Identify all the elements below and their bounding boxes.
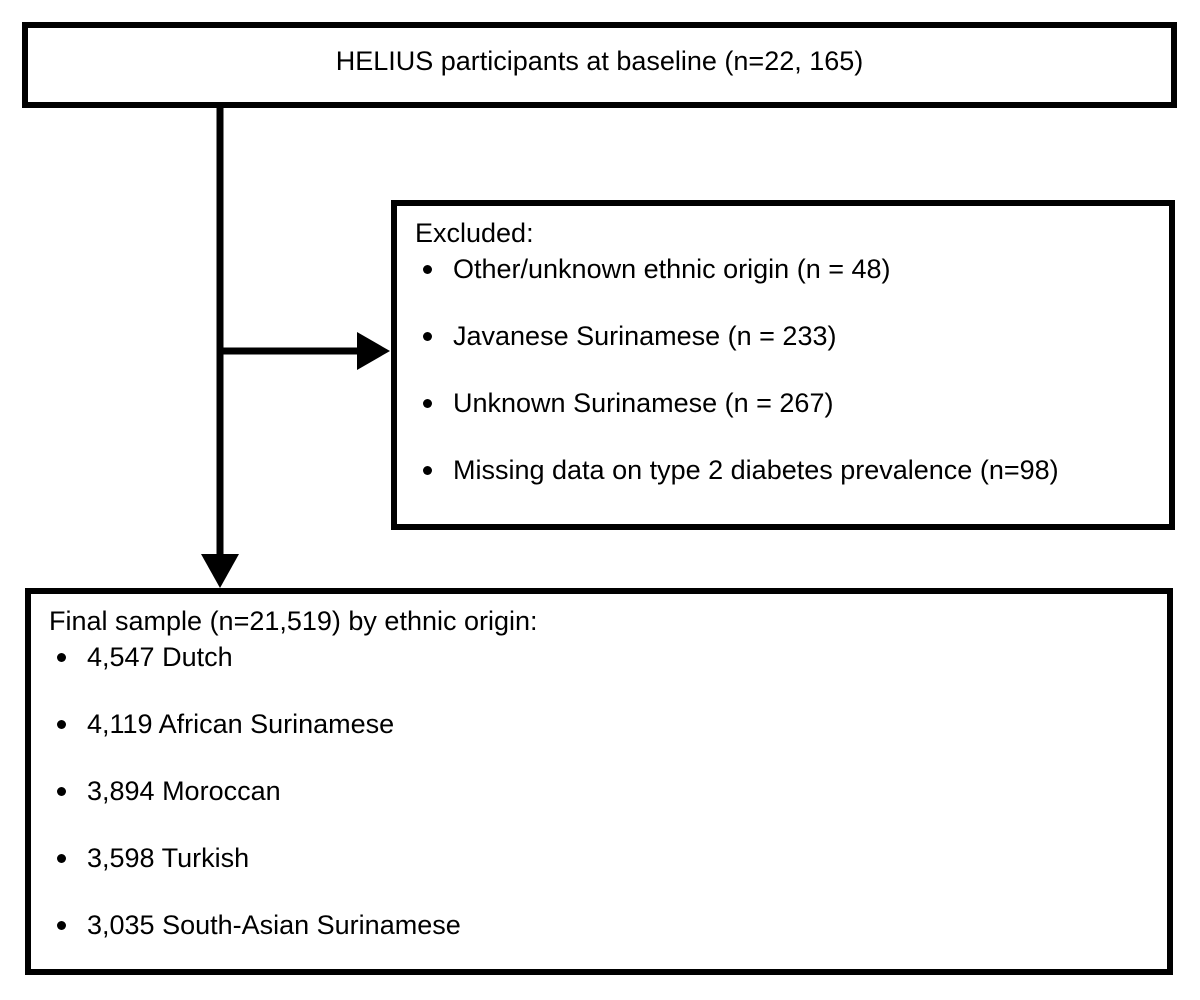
excluded-item-text: Javanese Surinamese (n = 233) (453, 321, 837, 351)
bullet-icon (423, 398, 432, 408)
list-item: 3,894 Moroccan (49, 773, 1149, 809)
list-item: Unknown Surinamese (n = 267) (415, 385, 1151, 421)
excluded-box-title: Excluded: (415, 218, 534, 248)
final-item-text: 4,119 African Surinamese (87, 709, 395, 739)
down-arrow-head (201, 554, 239, 588)
list-item: Other/unknown ethnic origin (n = 48) (415, 251, 1151, 287)
final-item-text: 3,598 Turkish (87, 843, 250, 873)
list-item: Javanese Surinamese (n = 233) (415, 318, 1151, 354)
excluded-item-text: Unknown Surinamese (n = 267) (453, 388, 834, 418)
list-item: 4,547 Dutch (49, 639, 1149, 675)
bullet-icon (57, 920, 66, 930)
final-item-text: 4,547 Dutch (87, 642, 233, 672)
list-item: Missing data on type 2 diabetes prevalen… (415, 452, 1151, 488)
list-item: 3,035 South-Asian Surinamese (49, 907, 1149, 943)
excluded-item-text: Other/unknown ethnic origin (n = 48) (453, 254, 891, 284)
excluded-box: Excluded: Other/unknown ethnic origin (n… (391, 200, 1175, 530)
baseline-box: HELIUS participants at baseline (n=22, 1… (22, 22, 1177, 108)
right-arrow-head (357, 332, 390, 370)
final-sample-box: Final sample (n=21,519) by ethnic origin… (25, 588, 1173, 975)
baseline-box-text: HELIUS participants at baseline (n=22, 1… (335, 46, 864, 76)
excluded-list: Other/unknown ethnic origin (n = 48) Jav… (415, 251, 1151, 488)
bullet-icon (57, 719, 66, 729)
list-item: 4,119 African Surinamese (49, 706, 1149, 742)
final-sample-list: 4,547 Dutch 4,119 African Surinamese 3,8… (49, 639, 1149, 943)
bullet-icon (57, 853, 66, 863)
final-item-text: 3,894 Moroccan (87, 776, 281, 806)
list-item: 3,598 Turkish (49, 840, 1149, 876)
bullet-icon (423, 331, 432, 341)
final-item-text: 3,035 South-Asian Surinamese (87, 910, 461, 940)
bullet-icon (57, 786, 66, 796)
bullet-icon (57, 652, 66, 662)
final-sample-box-title: Final sample (n=21,519) by ethnic origin… (49, 606, 538, 636)
excluded-item-text: Missing data on type 2 diabetes prevalen… (453, 455, 1059, 485)
bullet-icon (423, 264, 432, 274)
bullet-icon (423, 465, 432, 475)
